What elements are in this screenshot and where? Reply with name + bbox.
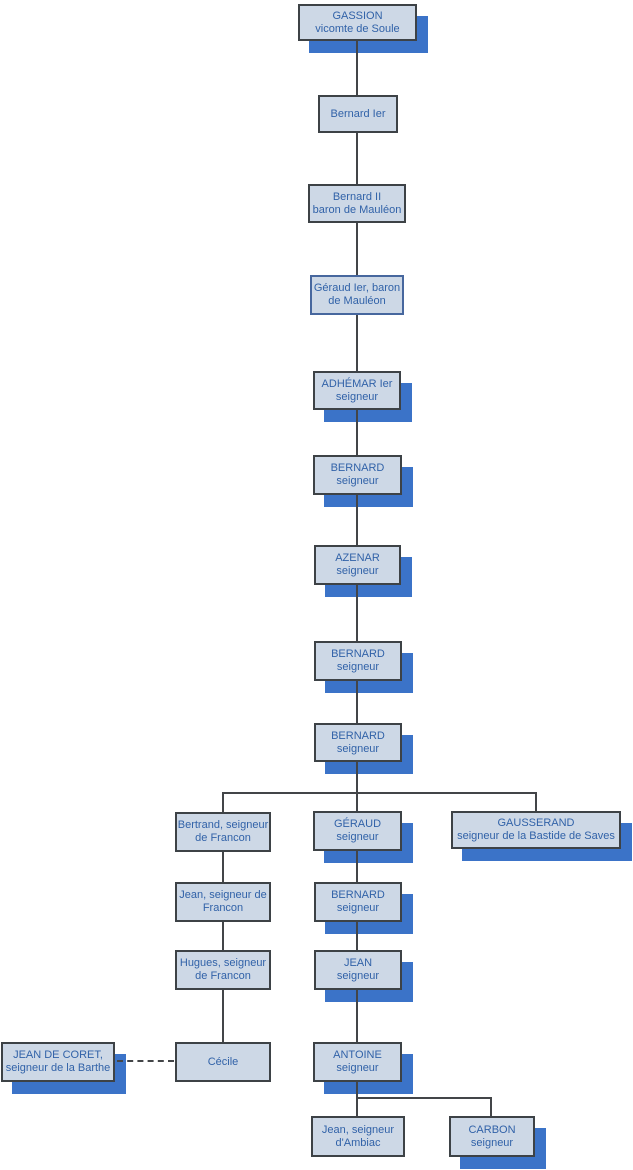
node-title: seigneur [336,661,380,673]
connector-jean_francon-hugues [222,922,224,950]
connector-bernard_b-bernard_c [356,681,358,723]
node-title: seigneur [336,565,379,577]
node-azenar: AZENAR seigneur [314,545,401,585]
node-bertrand-francon: Bertrand, seigneur de Francon [175,812,271,852]
node-title: seigneur [336,970,380,982]
connector-junction-jean_ambiac [356,1097,358,1116]
node-name: Bernard II [332,190,382,203]
node-bernard-ii: Bernard II baron de Mauléon [308,184,406,223]
node-title: de Francon [195,832,251,844]
connector-jean-antoine [356,990,358,1042]
node-carbon: CARBON seigneur [449,1116,535,1157]
node-name: Bernard Ier [330,107,386,120]
connector-hugues-cecile [222,990,224,1042]
node-bernard-seigneur-3: BERNARD seigneur [314,723,402,762]
node-geraud-seigneur: GÉRAUD seigneur [313,811,402,851]
node-name: BERNARD [331,729,385,742]
node-title: seigneur [336,475,379,487]
connector-bernard_c-junction [356,762,358,793]
node-bernard-ier: Bernard Ier [318,95,398,133]
node-name: BERNARD [331,889,385,901]
connector-bernard_ii-geraud_ier [356,223,358,275]
union-jean_de_coret-cecile [117,1060,174,1062]
node-name: ANTOINE [333,1049,382,1061]
node-name: GÉRAUD [333,818,382,830]
node-gassion: GASSION vicomte de Soule [298,4,417,41]
node-title: seigneur [336,831,379,843]
connector-bernard_ier-bernard_ii [356,133,358,184]
node-title: seigneur de la Barthe [5,1062,111,1074]
node-name: JEAN DE CORET, [13,1049,103,1061]
connector-adhemar-bernard_a [356,410,358,455]
junction-bernard_c-children [222,792,537,794]
connector-antoine-junction [356,1082,358,1098]
node-gausserand: GAUSSERAND seigneur de la Bastide de Sav… [451,811,621,849]
node-name: GAUSSERAND [497,817,575,829]
connector-junction-carbon [490,1097,492,1116]
connector-bertrand-jean_francon [222,852,224,882]
connector-azenar-bernard_b [356,585,358,641]
connector-junction-geraud [356,792,358,811]
node-name: Géraud Ier, baron [313,282,401,294]
node-title: seigneur [470,1136,514,1149]
node-name: Cécile [207,1055,239,1068]
node-jean-seigneur: JEAN seigneur [314,950,402,990]
node-title: de Mauléon [328,295,386,307]
connector-bernard_d-jean [356,922,358,950]
connector-bernard_a-azenar [356,495,358,545]
node-title: seigneur [336,742,380,755]
node-title: Francon [202,902,244,914]
node-name: GASSION [332,9,383,22]
connector-junction-gausserand [535,792,537,811]
node-title: vicomte de Soule [315,22,400,35]
node-title: seigneur de la Bastide de Saves [457,830,615,842]
node-hugues-francon: Hugues, seigneur de Francon [175,950,271,990]
node-name: JEAN [343,957,373,969]
node-name: ADHÉMAR Ier [321,377,393,390]
node-name: Jean, seigneur de [179,889,267,901]
junction-antoine-children [356,1097,492,1099]
connector-junction-bertrand [222,792,224,812]
node-name: BERNARD [331,648,385,660]
node-title: seigneur [336,1062,379,1074]
node-title: de Francon [195,970,251,982]
connector-geraud_ier-adhemar [356,315,358,371]
node-bernard-seigneur-1: BERNARD seigneur [313,455,402,495]
connector-geraud-bernard_d [356,851,358,882]
node-bernard-seigneur-2: BERNARD seigneur [314,641,402,681]
connector-gassion-bernard_ier [356,41,358,95]
node-name: BERNARD [330,462,385,474]
node-cecile: Cécile [175,1042,271,1082]
node-name: AZENAR [335,552,380,564]
node-name: Bertrand, seigneur [177,819,269,831]
node-jean-de-coret: JEAN DE CORET, seigneur de la Barthe [1,1042,115,1082]
node-jean-ambiac: Jean, seigneur d'Ambiac [311,1116,405,1157]
node-title: seigneur [335,390,379,403]
node-adhemar-ier: ADHÉMAR Ier seigneur [313,371,401,410]
node-jean-francon: Jean, seigneur de Francon [175,882,271,922]
node-geraud-ier: Géraud Ier, baron de Mauléon [310,275,404,315]
node-name: Hugues, seigneur [179,957,267,969]
node-title: d'Ambiac [335,1136,381,1149]
node-title: baron de Mauléon [312,203,402,216]
node-bernard-seigneur-4: BERNARD seigneur [314,882,402,922]
node-name: Jean, seigneur [321,1123,395,1136]
node-antoine: ANTOINE seigneur [313,1042,402,1082]
node-title: seigneur [336,902,380,914]
node-name: CARBON [468,1123,516,1136]
